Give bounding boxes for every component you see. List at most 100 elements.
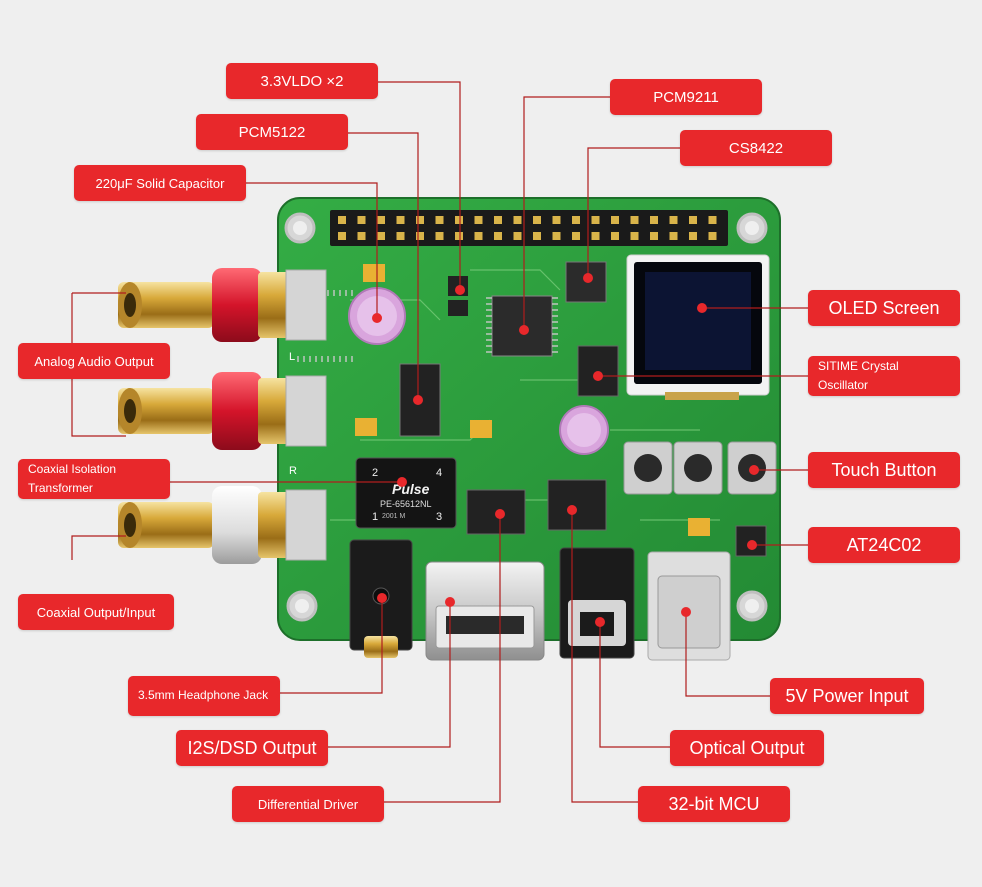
label-pcm9211: PCM9211 bbox=[610, 79, 762, 115]
transformer-date: 2001 M bbox=[382, 513, 406, 520]
leader-line bbox=[384, 514, 501, 803]
gpio-pin bbox=[591, 232, 600, 240]
leader-dot bbox=[519, 325, 529, 335]
leader-dot bbox=[681, 607, 691, 617]
gpio-pin bbox=[669, 232, 678, 240]
ldo-chips bbox=[448, 276, 468, 316]
tantalum-capacitors bbox=[355, 264, 710, 536]
leader-line bbox=[348, 132, 419, 400]
channel-l-mark: L bbox=[289, 351, 295, 363]
label-solid-capacitor: 220μF Solid Capacitor bbox=[74, 165, 246, 201]
leader-line bbox=[378, 81, 461, 290]
leader-line bbox=[71, 535, 126, 560]
gpio-pin bbox=[435, 216, 444, 224]
gpio-pin bbox=[338, 232, 346, 240]
mounting-holes bbox=[284, 212, 768, 622]
leader-dot bbox=[413, 395, 423, 405]
gpio-pin bbox=[591, 216, 600, 224]
rca-jack-left bbox=[118, 268, 327, 342]
gpio-pin bbox=[513, 216, 522, 224]
label-at24c02: AT24C02 bbox=[808, 527, 960, 563]
leader-dot bbox=[455, 285, 465, 295]
leader-dot bbox=[595, 617, 605, 627]
gpio-pin bbox=[689, 216, 697, 224]
leader-dot bbox=[747, 540, 757, 550]
leader-line bbox=[246, 182, 378, 318]
touch-buttons bbox=[623, 441, 777, 495]
gpio-pin bbox=[396, 216, 405, 224]
dc-power-jack bbox=[647, 551, 731, 661]
gpio-pin bbox=[494, 216, 502, 224]
leader-dot bbox=[397, 477, 407, 487]
gpio-pin bbox=[494, 232, 502, 240]
label-touch-button: Touch Button bbox=[808, 452, 960, 488]
gpio-pin bbox=[416, 232, 424, 240]
gpio-pin bbox=[552, 232, 561, 240]
gpio-pin bbox=[533, 216, 541, 224]
leader-dot bbox=[495, 509, 505, 519]
gpio-pin bbox=[455, 216, 463, 224]
gpio-pin bbox=[533, 232, 541, 240]
mcu-chip bbox=[547, 479, 607, 531]
gpio-pin bbox=[611, 216, 619, 224]
leader-dot bbox=[567, 505, 577, 515]
pcm9211-chip bbox=[297, 290, 558, 362]
leader-dot bbox=[377, 593, 387, 603]
touch-button-cap bbox=[684, 454, 712, 482]
label-analog-audio-output: Analog Audio Output bbox=[18, 343, 170, 379]
leader-dots bbox=[372, 273, 759, 627]
label-coaxial-isolation-transformer: Coaxial Isolation Transformer bbox=[18, 459, 170, 499]
gpio-pin bbox=[377, 216, 385, 224]
gpio-pin bbox=[474, 216, 483, 224]
rca-jack-coaxial bbox=[118, 486, 327, 564]
label-cs8422: CS8422 bbox=[680, 130, 832, 166]
leader-dot bbox=[593, 371, 603, 381]
leader-dot bbox=[583, 273, 593, 283]
gpio-pin bbox=[455, 232, 463, 240]
leader-dot bbox=[445, 597, 455, 607]
label-sitime-crystal-oscillator: SITIME Crystal Oscillator bbox=[808, 356, 960, 396]
hdmi-connector bbox=[425, 561, 545, 661]
gpio-pin bbox=[708, 216, 717, 224]
leader-dot bbox=[697, 303, 707, 313]
label-3v3-ldo: 3.3VLDO ×2 bbox=[226, 63, 378, 99]
leader-dot bbox=[749, 465, 759, 475]
gpio-pin bbox=[650, 216, 658, 224]
gpio-pin bbox=[689, 232, 697, 240]
leader-line bbox=[599, 622, 670, 748]
gpio-pin bbox=[611, 232, 619, 240]
touch-button-cap bbox=[634, 454, 662, 482]
gpio-pin bbox=[396, 232, 405, 240]
leader-line bbox=[571, 510, 638, 803]
gpio-pin bbox=[630, 232, 639, 240]
label-differential-driver: Differential Driver bbox=[232, 786, 384, 822]
gpio-pin bbox=[338, 216, 346, 224]
transformer-pin-3: 3 bbox=[436, 511, 442, 523]
rca-jack-right bbox=[118, 372, 327, 450]
gpio-pin bbox=[630, 216, 639, 224]
leader-line bbox=[280, 598, 383, 694]
label-oled-screen: OLED Screen bbox=[808, 290, 960, 326]
gpio-pin bbox=[708, 232, 717, 240]
label-headphone-jack: 3.5mm Headphone Jack bbox=[128, 676, 280, 716]
transformer-pin-4: 4 bbox=[436, 467, 442, 479]
leader-line bbox=[328, 602, 451, 748]
gpio-pin bbox=[416, 216, 424, 224]
oled-screen-module bbox=[626, 254, 770, 400]
leader-dot bbox=[372, 313, 382, 323]
leader-lines bbox=[71, 81, 808, 803]
gpio-header bbox=[330, 210, 728, 246]
channel-r-mark: R bbox=[289, 465, 297, 477]
leader-line bbox=[587, 147, 680, 278]
transformer-pin-2: 2 bbox=[372, 467, 378, 479]
leader-line bbox=[685, 612, 770, 697]
transformer-part: PE-65612NL bbox=[380, 499, 432, 509]
leader-line bbox=[71, 379, 126, 437]
label-5v-power-input: 5V Power Input bbox=[770, 678, 924, 714]
gpio-pin bbox=[357, 216, 366, 224]
pulse-transformer: 2 4 1 3 Pulse PE-65612NL 2001 M bbox=[355, 457, 457, 529]
gpio-pin bbox=[572, 232, 580, 240]
optical-connector bbox=[559, 547, 635, 659]
